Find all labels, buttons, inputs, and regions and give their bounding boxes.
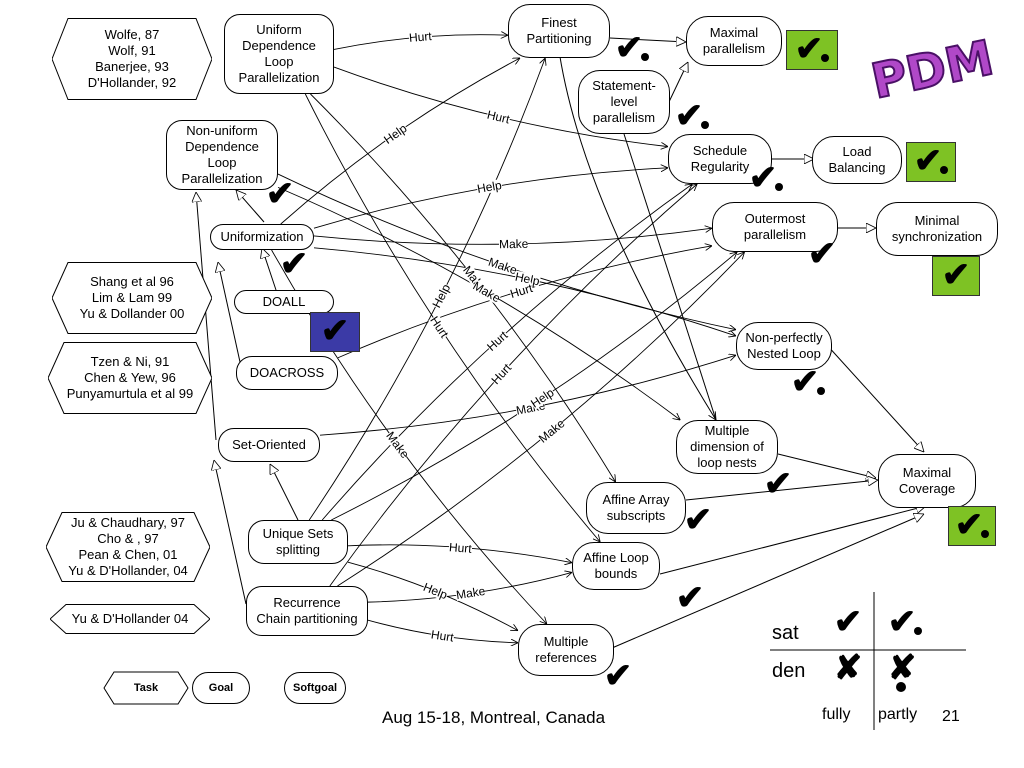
link-stmt-multidim	[623, 133, 717, 421]
legend-softgoal: Softgoal	[284, 672, 346, 704]
node-finest: Finest Partitioning	[508, 4, 610, 58]
link-setor-ndlp	[196, 192, 217, 441]
check-icon-load: ✔	[906, 142, 956, 182]
link-doacross-unif	[218, 262, 241, 363]
link-unif-ndlp	[236, 190, 265, 223]
node-outer: Outermost parallelism	[712, 202, 838, 252]
node-npnl: Non-perfectly Nested Loop	[736, 322, 832, 370]
check-icon-affloop: ✔	[675, 579, 705, 617]
node-affarr: Affine Array subscripts	[586, 482, 686, 534]
reference-ref2: Shang et al 96 Lim & Lam 99 Yu & Dolland…	[52, 262, 212, 334]
check-icon-maxpar: ✔	[786, 30, 838, 70]
pdm-logo: PDM	[866, 30, 1000, 100]
link-affloop-maxcov	[659, 506, 926, 575]
link-finest-multidim	[557, 43, 716, 420]
check-icon-doall: ✔	[310, 312, 360, 352]
check-icon-outer: ✔	[807, 235, 837, 273]
node-affloop: Affine Loop bounds	[572, 542, 660, 590]
check-icon-finest: ✔	[610, 30, 654, 68]
legend-goal: Goal	[192, 672, 250, 704]
node-sched: Schedule Regularity	[668, 134, 772, 184]
reference-ref4: Ju & Chaudhary, 97 Cho & , 97 Pean & Che…	[46, 512, 210, 582]
node-minsync: Minimal synchronization	[876, 202, 998, 256]
link-finest-maxpar	[609, 38, 686, 42]
node-udlp: Uniform Dependence Loop Parallelization	[224, 14, 334, 94]
legend-den-fully-cross-icon: ✘	[833, 649, 863, 687]
link-rcp-setor	[214, 460, 247, 605]
legend-partly: partly	[878, 706, 918, 723]
check-icon-affarr: ✔	[683, 501, 713, 539]
legend-den-partly-cross-icon: ✘	[887, 649, 917, 687]
node-maxcov: Maximal Coverage	[878, 454, 976, 508]
check-icon-ndlp: ✔	[265, 175, 295, 213]
legend-task: Task	[133, 682, 159, 694]
node-ndlp: Non-uniform Dependence Loop Parallelizat…	[166, 120, 278, 190]
link-affarr-maxcov	[685, 480, 878, 501]
link-multiref-maxcov	[611, 514, 924, 649]
legend-sat-partly-check-icon: ✔	[880, 604, 930, 640]
legend-fully: fully	[822, 706, 851, 723]
link-npnl-maxcov	[825, 343, 924, 452]
legend-den: den	[772, 660, 806, 682]
reference-ref1: Wolfe, 87 Wolf, 91 Banerjee, 93 D'Hollan…	[52, 18, 212, 100]
decomposition-links	[196, 38, 926, 649]
node-uss: Unique Sets splitting	[248, 520, 348, 564]
legend-task-shape	[103, 671, 189, 705]
check-icon-unif: ✔	[279, 245, 309, 283]
node-setor: Set-Oriented	[218, 428, 320, 462]
node-rcp: Recurrence Chain partitioning	[246, 586, 368, 636]
footer-page-number: 21	[942, 708, 960, 725]
check-icon-maxcov: ✔	[948, 506, 996, 546]
check-icon-sched: ✔	[744, 160, 788, 198]
check-icon-minsync: ✔	[932, 256, 980, 296]
footer-event: Aug 15-18, Montreal, Canada	[382, 708, 606, 727]
check-icon-multiref: ✔	[603, 657, 633, 695]
check-icon-stmt: ✔	[670, 98, 714, 136]
reference-ref3: Tzen & Ni, 91 Chen & Yew, 96 Punyamurtul…	[48, 342, 212, 414]
legend-sat-fully-check-icon: ✔	[833, 603, 863, 641]
link-multidim-maxcov	[777, 453, 876, 478]
node-doacross: DOACROSS	[236, 356, 338, 390]
link-stmt-maxpar	[667, 62, 688, 105]
node-load: Load Balancing	[812, 136, 902, 184]
node-multiref: Multiple references	[518, 624, 614, 676]
legend-den-partly-dot-icon	[896, 682, 906, 692]
legend-sat: sat	[772, 622, 799, 644]
node-doall: DOALL	[234, 290, 334, 314]
link-doall-unif	[262, 248, 277, 291]
node-multidim: Multiple dimension of loop nests	[676, 420, 778, 474]
reference-ref5: Yu & D'Hollander 04	[50, 604, 210, 634]
check-icon-npnl: ✔	[786, 364, 830, 402]
check-icon-multidim: ✔	[763, 465, 793, 503]
node-stmt: Statement- level parallelism	[578, 70, 670, 134]
link-uss-setor	[269, 464, 299, 521]
node-unif: Uniformization	[210, 224, 314, 250]
node-maxpar: Maximal parallelism	[686, 16, 782, 66]
